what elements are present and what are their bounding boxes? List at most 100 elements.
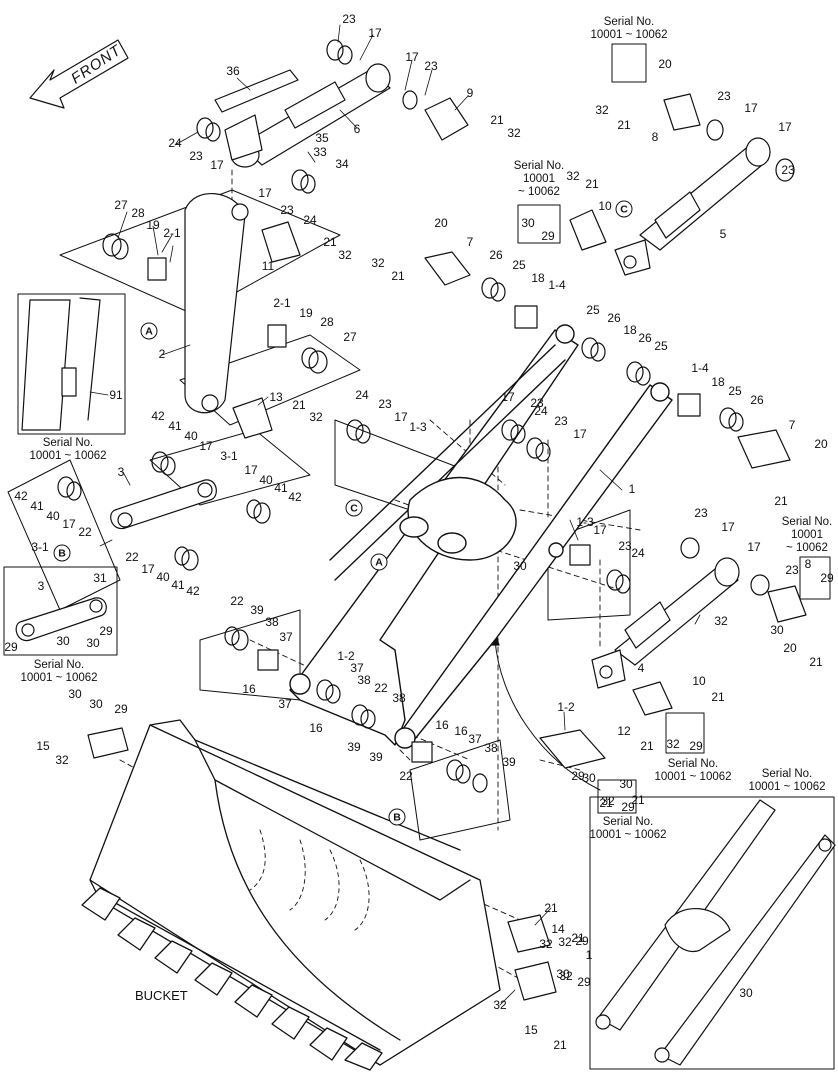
part-number-label: 39 [347,740,361,754]
part-number-label: 10 [692,674,706,688]
part-number-label: 15 [36,739,50,753]
part-number-label: 16 [454,724,468,738]
part-number-label: 16 [435,718,449,732]
part-number-label: 17 [778,120,792,134]
part-number-label: 12 [617,724,631,738]
part-number-label: 21 [809,655,823,669]
part-number-label: 21 [490,113,504,127]
serial-note-cylinder-4-right: Serial No. 10001 ~ 10062 [781,516,833,554]
part-number-label: 32 [338,248,352,262]
part-number-label: 21 [391,269,405,283]
part-number-label: 20 [783,641,797,655]
part-number-label: 29 [99,624,113,638]
part-number-label: 24 [355,388,369,402]
part-number-label: 30 [86,636,100,650]
part-number-label: 16 [309,721,323,735]
part-number-label: 23 [554,414,568,428]
part-number-label: 40 [184,429,198,443]
part-number-label: 22 [374,681,388,695]
part-number-label: 2-1 [163,226,181,240]
part-number-label: 30 [68,687,82,701]
part-number-label: 11 [261,259,275,273]
part-number-label: 40 [156,570,170,584]
part-number-label: 1 [628,482,636,496]
part-number-label: 8 [651,130,659,144]
link-2-detail [21,297,101,431]
part-number-label: 17 [721,520,735,534]
part-number-label: 91 [109,388,123,402]
part-number-label: 34 [335,157,349,171]
part-number-label: 21 [544,901,558,915]
part-number-label: 29 [689,739,703,753]
part-number-label: 36 [226,64,240,78]
part-number-label: 1-3 [576,515,594,529]
part-number-label: 3-1 [31,540,49,554]
part-number-label: 41 [30,499,44,513]
part-number-label: 3 [117,465,125,479]
part-number-label: 22 [78,525,92,539]
part-number-label: 26 [638,331,652,345]
part-number-label: 21 [599,796,613,810]
bucket [81,719,501,1071]
part-number-label: 3 [37,579,45,593]
part-number-label: 1-4 [548,278,566,292]
part-number-label: 16 [242,682,256,696]
leader-lines [89,24,701,1006]
part-number-label: 17 [573,427,587,441]
part-number-label: 32 [309,410,323,424]
part-number-label: 39 [369,750,383,764]
part-number-label: 32 [559,969,573,983]
part-number-label: 23 [280,203,294,217]
part-number-label: 1-2 [337,649,355,663]
part-number-label: 32 [566,169,580,183]
part-number-label: 20 [658,57,672,71]
part-number-label: 42 [151,409,165,423]
part-number-label: 19 [146,218,160,232]
arm-detail [595,799,836,1066]
part-number-label: 26 [489,248,503,262]
part-number-label: 18 [531,271,545,285]
part-number-label: 17 [593,523,607,537]
part-number-label: 30 [582,771,596,785]
part-number-label: 17 [141,562,155,576]
part-number-label: 40 [46,509,60,523]
part-number-label: 37 [350,661,364,675]
part-number-label: 21 [553,1038,567,1052]
part-number-label: 23 [342,12,356,26]
callout-c-cylinder: C [615,200,633,218]
part-number-label: 32 [601,794,615,808]
part-number-label: 41 [168,419,182,433]
part-number-label: 2-1 [273,296,291,310]
cylinder-4 [591,557,740,689]
part-number-label: 29 [575,934,589,948]
serial-note-inset-b: Serial No. 10001 ~ 10062 [20,659,98,684]
part-number-label: 22 [230,594,244,608]
part-number-label: 23 [530,396,544,410]
part-number-label: 28 [131,206,145,220]
part-number-label: 23 [717,89,731,103]
part-number-label: 7 [466,235,474,249]
part-number-label: 26 [607,311,621,325]
part-number-label: 29 [577,975,591,989]
part-number-label: 41 [274,481,288,495]
part-number-label: 21 [640,739,654,753]
link-2 [184,193,249,414]
part-number-label: 42 [14,489,28,503]
part-number-label: 37 [278,697,292,711]
part-number-label: 20 [814,437,828,451]
part-number-label: 26 [750,393,764,407]
cover-36 [214,69,299,113]
part-number-label: 32 [55,753,69,767]
part-number-label: 1-3 [409,420,427,434]
part-number-label: 21 [571,931,585,945]
serial-note-top-right: Serial No. 10001 ~ 10062 [590,16,668,41]
part-number-label: 17 [501,390,515,404]
part-number-label: 32 [666,737,680,751]
callout-b-bucket: B [388,808,406,826]
part-number-label: 27 [114,198,128,212]
serial-note-cylinder-5: Serial No. 10001 ~ 10062 [513,160,565,198]
part-number-label: 5 [719,227,727,241]
part-number-label: 38 [392,691,406,705]
part-number-label: 10 [598,199,612,213]
part-number-label: 21 [774,494,788,508]
